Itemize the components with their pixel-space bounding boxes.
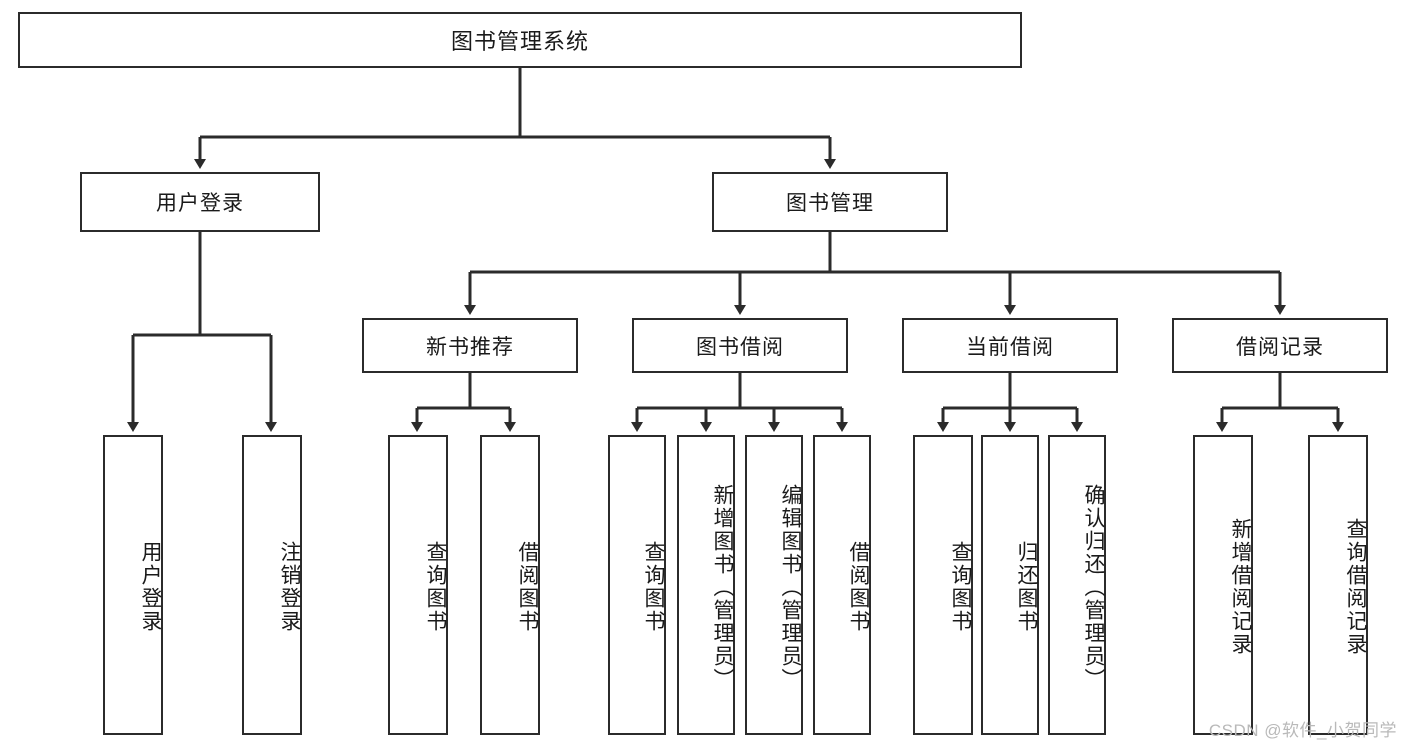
node-label: 查询图书 <box>424 541 447 633</box>
node-label: 新书推荐 <box>426 335 514 359</box>
node-label: 查询借阅记录 <box>1344 518 1367 656</box>
node-label: 用户登录 <box>156 192 244 215</box>
leaf-user-login[interactable]: 用户登录 <box>103 435 163 735</box>
node-label: 归还图书 <box>1015 541 1038 633</box>
node-label: 图书管理系统 <box>450 29 589 54</box>
node-label: 借阅图书 <box>516 541 539 633</box>
node-label: 新增借阅记录 <box>1229 518 1252 656</box>
node-label: 确认归还（管理员） <box>1082 483 1105 691</box>
node-label: 查询图书 <box>642 541 665 633</box>
leaf-current-return-book[interactable]: 归还图书 <box>981 435 1039 735</box>
node-book-management[interactable]: 图书管理 <box>712 172 948 232</box>
node-label: 用户登录 <box>139 541 162 633</box>
leaf-borrow-borrow-book[interactable]: 借阅图书 <box>813 435 871 735</box>
leaf-recommend-borrow-book[interactable]: 借阅图书 <box>480 435 540 735</box>
node-label: 图书管理 <box>786 192 874 215</box>
leaf-borrow-query-book[interactable]: 查询图书 <box>608 435 666 735</box>
leaf-borrow-add-book-admin[interactable]: 新增图书（管理员） <box>677 435 735 735</box>
node-new-book-recommend[interactable]: 新书推荐 <box>362 318 578 373</box>
node-current-borrow[interactable]: 当前借阅 <box>902 318 1118 373</box>
node-label: 借阅记录 <box>1236 335 1324 359</box>
node-label: 查询图书 <box>949 541 972 633</box>
node-borrow-record[interactable]: 借阅记录 <box>1172 318 1388 373</box>
leaf-record-add-borrow-record[interactable]: 新增借阅记录 <box>1193 435 1253 735</box>
leaf-recommend-query-book[interactable]: 查询图书 <box>388 435 448 735</box>
node-user-login[interactable]: 用户登录 <box>80 172 320 232</box>
node-book-borrow[interactable]: 图书借阅 <box>632 318 848 373</box>
node-label: 当前借阅 <box>966 335 1054 359</box>
node-label: 编辑图书（管理员） <box>779 483 802 691</box>
leaf-current-confirm-return-admin[interactable]: 确认归还（管理员） <box>1048 435 1106 735</box>
node-label: 图书借阅 <box>696 335 784 359</box>
leaf-record-query-borrow-record[interactable]: 查询借阅记录 <box>1308 435 1368 735</box>
leaf-borrow-edit-book-admin[interactable]: 编辑图书（管理员） <box>745 435 803 735</box>
node-label: 注销登录 <box>278 541 301 633</box>
node-label: 借阅图书 <box>847 541 870 633</box>
node-root-system[interactable]: 图书管理系统 <box>18 12 1022 68</box>
leaf-current-query-book[interactable]: 查询图书 <box>913 435 973 735</box>
leaf-user-logout[interactable]: 注销登录 <box>242 435 302 735</box>
watermark: CSDN @软件_小贺同学 <box>1208 721 1397 740</box>
node-label: 新增图书（管理员） <box>711 483 734 691</box>
